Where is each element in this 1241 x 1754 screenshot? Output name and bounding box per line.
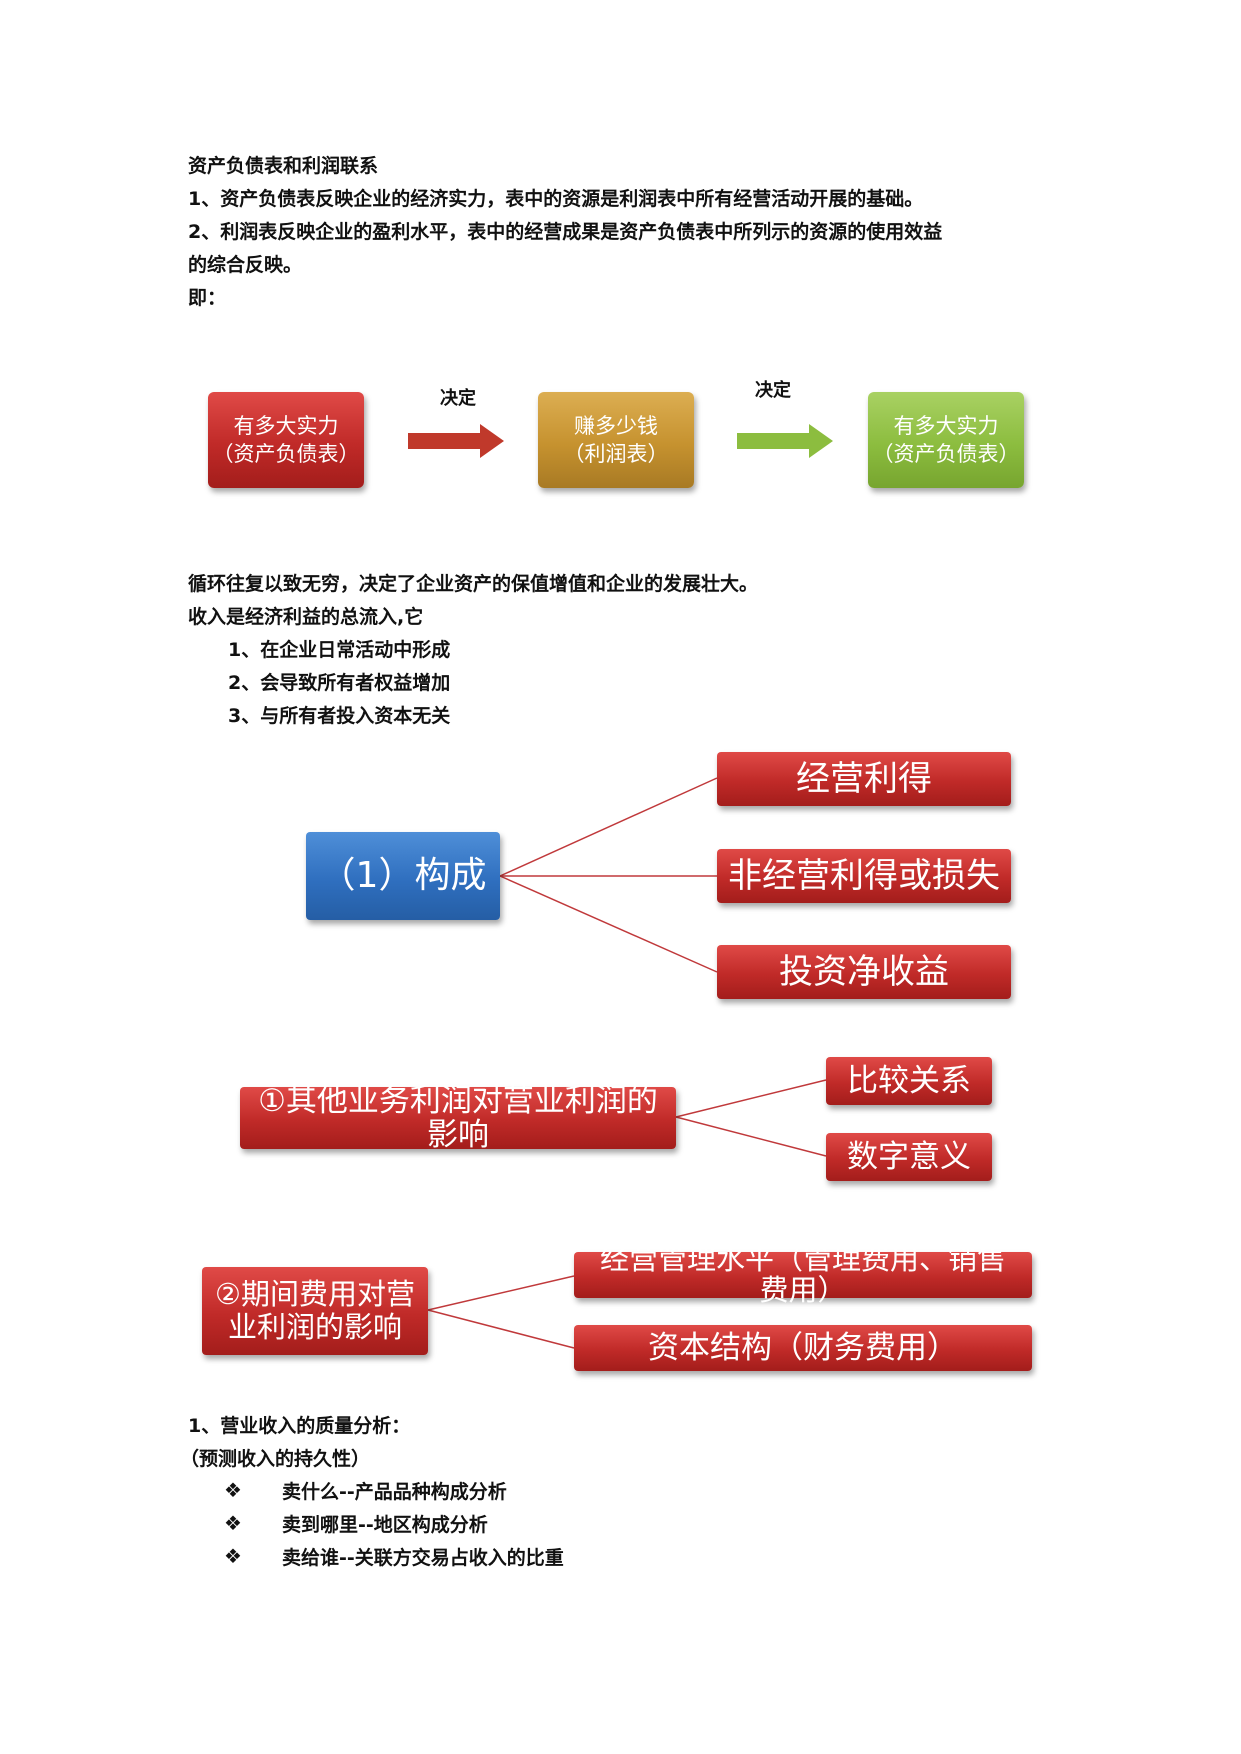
mindmap-root-composition: （1）构成 bbox=[306, 832, 500, 920]
mindmap-branch: 投资净收益 bbox=[717, 945, 1011, 999]
paragraph-line: 循环往复以致无穷，决定了企业资产的保值增值和企业的发展壮大。 bbox=[188, 573, 759, 595]
flow-box-strength: 有多大实力 （资产负债表） bbox=[208, 392, 364, 488]
list-item: 3、与所有者投入资本无关 bbox=[228, 705, 451, 727]
mindmap-branch: 数字意义 bbox=[826, 1133, 992, 1181]
mindmap-branch: 经营管理水平（管理费用、销售费用） bbox=[574, 1244, 1032, 1306]
section-heading: 1、营业收入的质量分析： bbox=[188, 1415, 411, 1437]
flow-box-sublabel: （利润表） bbox=[563, 442, 669, 466]
flow-box-label: 有多大实力 bbox=[893, 414, 999, 438]
paragraph-line: 的综合反映。 bbox=[188, 254, 303, 276]
arrow-label: 决定 bbox=[755, 380, 791, 401]
flow-box-sublabel: （资产负债表） bbox=[212, 442, 360, 466]
list-item: 2、会导致所有者权益增加 bbox=[228, 672, 451, 694]
mindmap-branch: 非经营利得或损失 bbox=[717, 849, 1011, 903]
bullet-item: 卖到哪里--地区构成分析 bbox=[282, 1514, 488, 1536]
flow-box-label: 赚多少钱 bbox=[574, 414, 658, 438]
flow-box-profit: 赚多少钱 （利润表） bbox=[538, 392, 694, 488]
mindmap-branch: 比较关系 bbox=[826, 1057, 992, 1105]
mindmap-branch: 经营利得 bbox=[717, 752, 1011, 806]
flow-box-strength-result: 有多大实力 （资产负债表） bbox=[868, 392, 1024, 488]
diamond-bullet-icon: ❖ bbox=[224, 1478, 242, 1502]
paragraph-line: 2、利润表反映企业的盈利水平，表中的经营成果是资产负债表中所列示的资源的使用效益 bbox=[188, 221, 943, 243]
section-subheading: （预测收入的持久性） bbox=[180, 1448, 371, 1470]
right-arrow-icon bbox=[408, 424, 504, 458]
bullet-item: 卖给谁--关联方交易占收入的比重 bbox=[282, 1547, 564, 1569]
mindmap-branch: 资本结构（财务费用） bbox=[574, 1325, 1032, 1371]
paragraph-line: 即： bbox=[188, 287, 227, 309]
paragraph-line: 1、资产负债表反映企业的经济实力，表中的资源是利润表中所有经营活动开展的基础。 bbox=[188, 188, 924, 210]
flow-box-sublabel: （资产负债表） bbox=[872, 442, 1020, 466]
mindmap-root-period-expense: ②期间费用对营业利润的影响 bbox=[202, 1267, 428, 1355]
arrow-label: 决定 bbox=[440, 388, 476, 409]
bullet-item: 卖什么--产品品种构成分析 bbox=[282, 1481, 507, 1503]
flow-box-label: 有多大实力 bbox=[233, 414, 339, 438]
paragraph-line: 收入是经济利益的总流入,它 bbox=[188, 606, 424, 628]
right-arrow-icon bbox=[737, 424, 833, 458]
diamond-bullet-icon: ❖ bbox=[224, 1511, 242, 1535]
diamond-bullet-icon: ❖ bbox=[224, 1544, 242, 1568]
list-item: 1、在企业日常活动中形成 bbox=[228, 639, 451, 661]
section-title: 资产负债表和利润联系 bbox=[188, 155, 379, 177]
mindmap-root-other-business: ①其他业务利润对营业利润的影响 bbox=[240, 1084, 676, 1152]
